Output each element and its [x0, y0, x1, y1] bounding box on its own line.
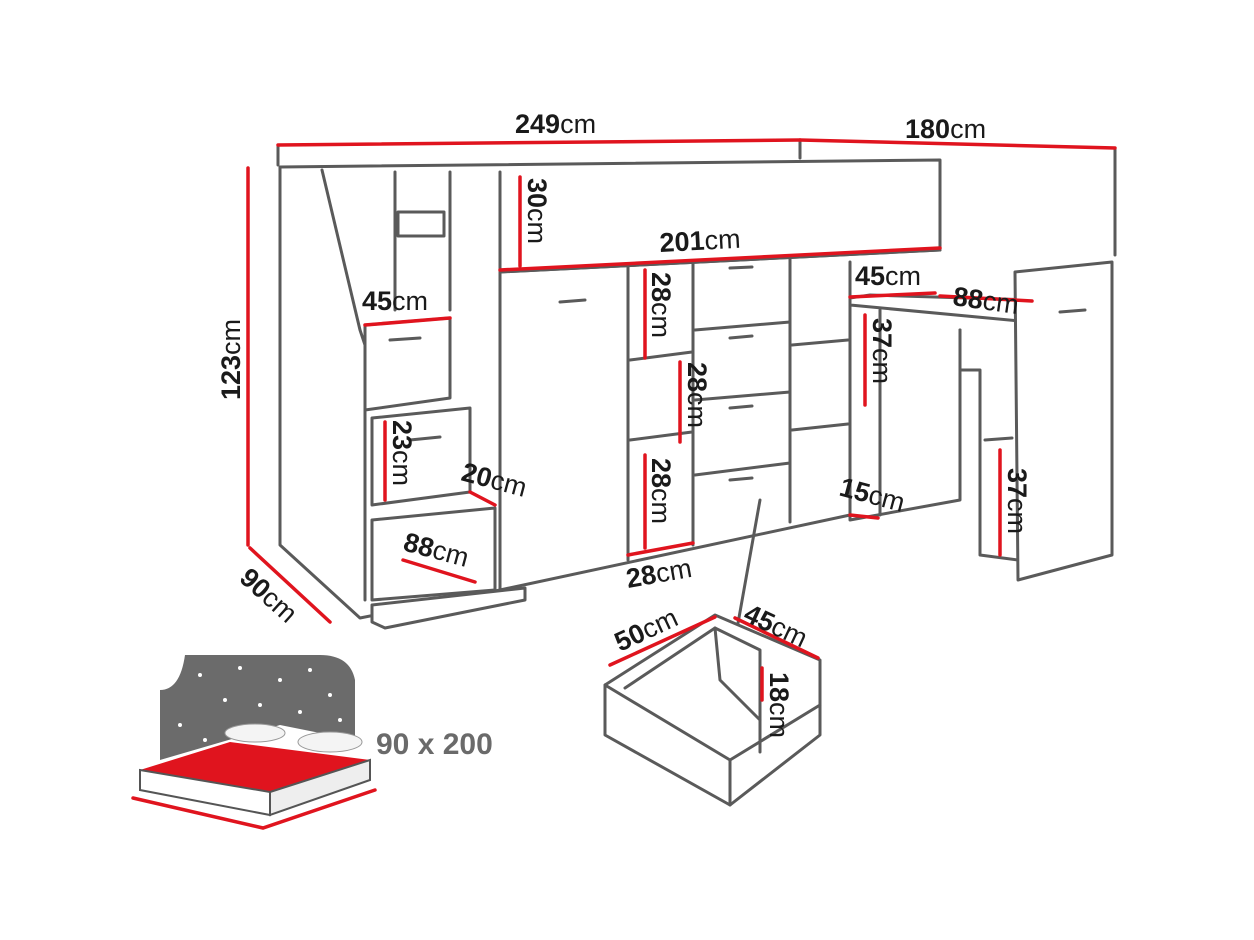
- label-total-height: 123cm: [216, 319, 246, 400]
- label-total-depth: 90cm: [234, 562, 303, 628]
- mattress-size-label: 90 x 200: [376, 728, 493, 761]
- label-shelf-bottom: 28cm: [646, 458, 676, 524]
- label-total-width: 249cm: [515, 109, 596, 139]
- mattress-illustration: [131, 655, 377, 830]
- label-desk-shelf-height: 37cm: [867, 318, 897, 384]
- label-stair-depth: 45cm: [362, 286, 428, 316]
- label-desk-depth: 45cm: [855, 261, 921, 291]
- label-shelf-width: 28cm: [624, 553, 694, 594]
- label-desk-extension: 180cm: [905, 114, 986, 144]
- stars-pattern: [178, 666, 342, 742]
- bed-frame-outline: [276, 138, 1117, 642]
- label-top-box-height: 30cm: [522, 178, 552, 244]
- label-shelf-top: 28cm: [646, 272, 676, 338]
- drawer-illustration: [603, 613, 822, 807]
- label-bed-length: 201cm: [659, 224, 742, 258]
- label-drawer-height: 18cm: [764, 672, 794, 738]
- label-desk-width: 88cm: [951, 281, 1021, 320]
- label-shelf-mid: 28cm: [682, 362, 712, 428]
- label-right-shelf-height: 37cm: [1002, 468, 1032, 534]
- dimension-lines: [246, 138, 1117, 702]
- label-stair-step-height: 23cm: [387, 420, 417, 486]
- label-desk-shelf-depth: 15cm: [836, 472, 908, 518]
